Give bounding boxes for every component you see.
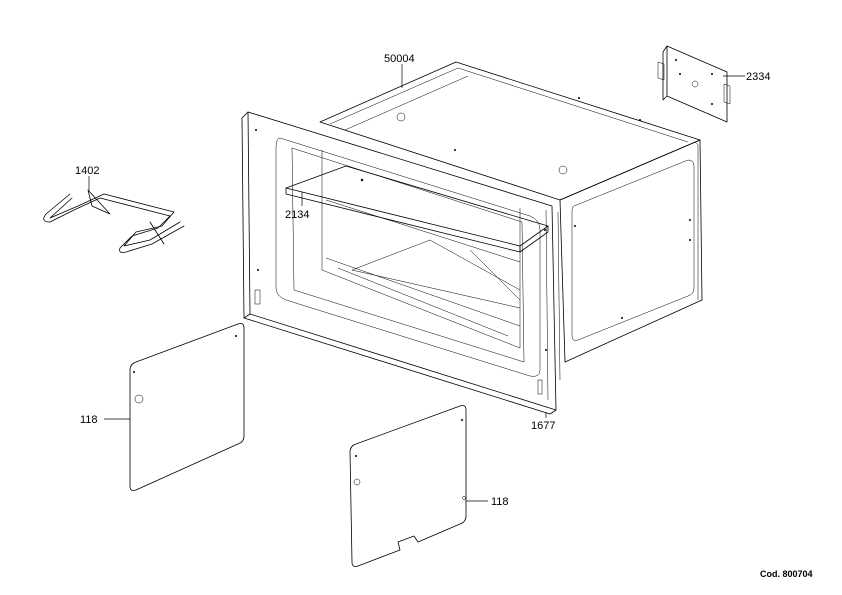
leader-lines xyxy=(88,64,745,502)
grid-rack xyxy=(43,189,185,253)
side-panel-left xyxy=(129,323,245,491)
callout-bracket: 2334 xyxy=(746,71,770,83)
callout-grid: 1402 xyxy=(75,165,99,177)
front-frame xyxy=(241,111,561,415)
mounting-bracket xyxy=(657,45,731,123)
oven-housing xyxy=(319,61,703,363)
drawing-code: Cod. 800704 xyxy=(760,569,813,579)
shelf xyxy=(285,165,549,253)
callout-side-panel-left: 118 xyxy=(80,414,98,426)
callout-shelf: 2134 xyxy=(285,209,309,221)
callout-side-panel-right: 118 xyxy=(491,496,509,508)
callout-housing: 50004 xyxy=(384,53,415,65)
side-panel-right xyxy=(349,405,467,567)
callout-labels: 50004 2334 1402 2134 1677 118 118 Cod. 8… xyxy=(75,53,813,579)
callout-frame: 1677 xyxy=(531,420,555,432)
